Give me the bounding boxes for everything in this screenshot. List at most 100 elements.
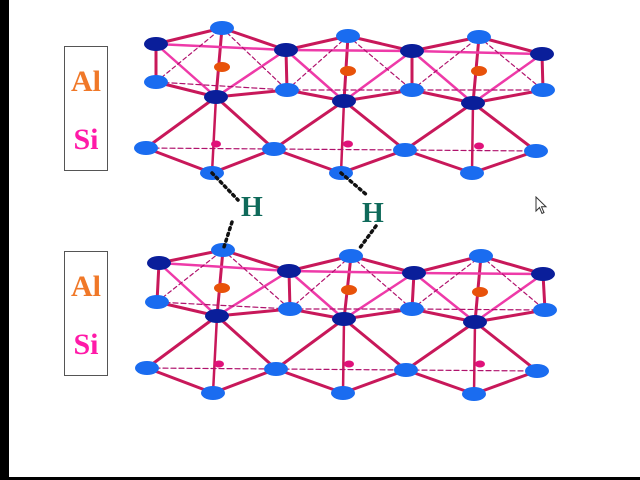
oxygen-atom [524, 144, 548, 158]
al-atom [214, 283, 230, 293]
tetrahedral-edge [472, 369, 539, 396]
octahedral-diagonal [284, 48, 346, 103]
oxygen-atom [467, 30, 491, 44]
tetrahedral-edge [404, 368, 476, 396]
layer-label-box-top: Al Si [64, 46, 108, 171]
oxygen-atom [201, 386, 225, 400]
tetrahedral-edge [272, 147, 343, 175]
si-label: Si [73, 328, 99, 361]
hidden-edge [156, 249, 224, 303]
tetrahedral-edge [215, 314, 278, 371]
oxygen-atom [336, 29, 360, 43]
tetrahedral-base-edge [146, 367, 277, 370]
tetrahedral-edge [339, 148, 407, 175]
tetrahedral-edge [272, 99, 346, 151]
tetrahedral-edge [342, 317, 408, 372]
tetrahedral-base-edge [404, 149, 537, 152]
oxygen-atom [135, 361, 159, 375]
octahedral-diagonal [473, 272, 545, 324]
hydrogen-bond-dotted [222, 220, 234, 249]
tetrahedral-edge [339, 99, 346, 175]
tetrahedral-edge [144, 95, 218, 150]
oxygen-atom [332, 94, 356, 108]
oxygen-atom [394, 363, 418, 377]
oxygen-atom [144, 37, 168, 51]
tetrahedral-edge [472, 320, 477, 396]
octahedral-diagonal [157, 261, 291, 273]
hidden-edge [221, 27, 288, 91]
oxygen-atom [134, 141, 158, 155]
oxygen-atom [331, 386, 355, 400]
mouse-pointer-icon [535, 196, 548, 215]
silicate-layer-top [134, 21, 555, 180]
octahedral-diagonal [154, 42, 288, 52]
octahedral-edge [220, 26, 288, 52]
tetrahedral-edge [404, 320, 477, 372]
oxygen-atom [144, 75, 168, 89]
oxygen-atom [402, 266, 426, 280]
hidden-edge [286, 35, 349, 91]
oxygen-atom [525, 364, 549, 378]
oxygen-atom [400, 83, 424, 97]
al-label: Al [71, 270, 101, 303]
octahedral-diagonal [154, 42, 218, 99]
al-atom [214, 62, 230, 72]
hidden-edge [411, 36, 480, 91]
tetrahedral-edge [210, 95, 218, 175]
hidden-edge [478, 36, 544, 91]
hydrogen-bond-dotted [357, 224, 378, 251]
oxygen-atom [393, 143, 417, 157]
oxygen-atom [461, 96, 485, 110]
al-atom [471, 66, 487, 76]
oxygen-atom [277, 264, 301, 278]
si-atom [211, 140, 221, 148]
al-atom [341, 285, 357, 295]
tetrahedral-edge [211, 367, 278, 395]
tetrahedral-base-edge [405, 369, 538, 372]
si-atom [344, 360, 354, 368]
silicate-layer-bottom [135, 243, 557, 401]
octahedral-diagonal [284, 48, 414, 53]
tetrahedral-edge [473, 320, 539, 373]
octahedral-diagonal [410, 49, 544, 56]
tetrahedral-edge [214, 95, 276, 151]
octahedral-diagonal [412, 271, 477, 324]
tetrahedral-edge [341, 368, 408, 395]
octahedral-diagonal [471, 52, 544, 105]
al-atom [472, 287, 488, 297]
hydrogen-bonds [210, 171, 378, 251]
al-atom [340, 66, 356, 76]
oxygen-atom [274, 43, 298, 57]
tetrahedral-edge [342, 99, 407, 152]
tetrahedral-edge [403, 101, 475, 152]
tetrahedral-edge [471, 101, 538, 153]
si-atom [475, 360, 485, 368]
hidden-edge [222, 249, 291, 310]
hidden-edge [411, 255, 482, 310]
hidden-edge [156, 301, 291, 310]
si-atom [474, 142, 484, 150]
oxygen-atom [339, 249, 363, 263]
tetrahedral-edge [403, 148, 474, 175]
oxygen-atom [462, 387, 486, 401]
octahedral-diagonal [342, 49, 414, 103]
oxygen-atom [210, 21, 234, 35]
octahedral-edge [221, 248, 291, 273]
tetrahedral-edge [341, 317, 346, 395]
tetrahedral-edge [274, 317, 346, 371]
hidden-edge [480, 255, 546, 311]
tetrahedral-edge [145, 366, 215, 395]
tetrahedral-edge [211, 314, 219, 395]
octahedral-edge [215, 248, 225, 318]
oxygen-atom [533, 303, 557, 317]
hydrogen-label: H [241, 192, 263, 223]
oxygen-atom [147, 256, 171, 270]
oxygen-atom [145, 295, 169, 309]
oxygen-atom [262, 142, 286, 156]
hydrogen-bond-dotted [339, 171, 370, 198]
tetrahedral-base-edge [145, 147, 275, 150]
octahedral-diagonal [412, 271, 545, 276]
octahedral-edge [473, 308, 547, 324]
oxygen-atom [469, 249, 493, 263]
tetrahedral-edge [144, 146, 214, 175]
